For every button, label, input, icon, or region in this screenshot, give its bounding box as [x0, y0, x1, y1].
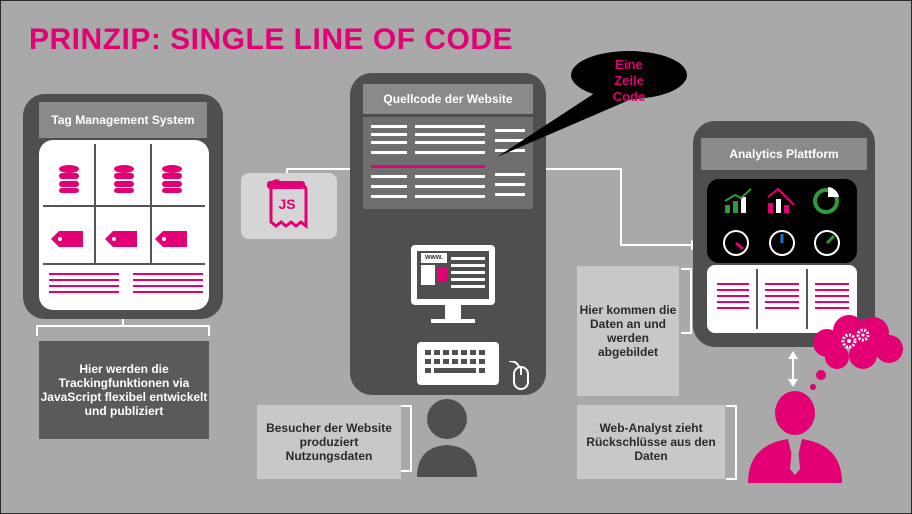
source-header: Quellcode der Website: [363, 84, 533, 114]
thought-cloud: [810, 315, 903, 390]
tms-grid: [43, 144, 205, 265]
bar-chart-down-icon: [767, 187, 795, 213]
browser-text-lines: [451, 257, 485, 288]
browser-image-block: [421, 265, 435, 285]
source-code-block: [363, 117, 533, 209]
pie-chart-icon: [813, 187, 839, 214]
mouse: [509, 361, 529, 390]
browser-url: www.: [421, 253, 447, 263]
analytics-header: Analytics Plattform: [701, 138, 867, 170]
tag-icon: [155, 231, 187, 247]
gauge-icon: [769, 230, 795, 256]
tms-code-lines: [49, 273, 203, 293]
analytics-data-description: Hier kommen die Daten an und werden abge…: [577, 266, 679, 396]
database-icon: [114, 165, 134, 193]
monitor-stand: [445, 305, 461, 319]
javascript-label: JS: [278, 196, 296, 212]
database-icon: [162, 165, 182, 193]
visitor-person-icon: [417, 399, 477, 477]
tag-icon: [105, 231, 137, 247]
single-line-of-code: [371, 165, 485, 168]
browser-accent-block: [438, 267, 448, 281]
monitor-base: [431, 319, 475, 323]
bar-chart-up-icon: [724, 188, 752, 213]
speech-bubble-text: Eine Zeile Code: [612, 57, 646, 104]
database-icon: [59, 165, 79, 193]
gauge-icon: [814, 230, 840, 256]
gears-icon: [841, 328, 870, 349]
javascript-file-icon: [266, 179, 308, 230]
gauge-icon: [723, 230, 749, 256]
analyst-person-icon: [748, 391, 842, 483]
keyboard: [417, 342, 499, 385]
tms-description: Hier werden die Trackingfunktionen via J…: [39, 341, 209, 439]
analyst-description: Web-Analyst zieht Rückschlüsse aus den D…: [577, 405, 725, 479]
speech-bubble: [497, 51, 687, 157]
tag-icon: [51, 231, 83, 247]
analytics-data-card: [707, 265, 857, 333]
page-title: PRINZIP: SINGLE LINE OF CODE: [29, 23, 514, 56]
visitor-description: Besucher der Website produziert Nutzungs…: [257, 405, 401, 479]
tms-header: Tag Management System: [39, 102, 207, 138]
